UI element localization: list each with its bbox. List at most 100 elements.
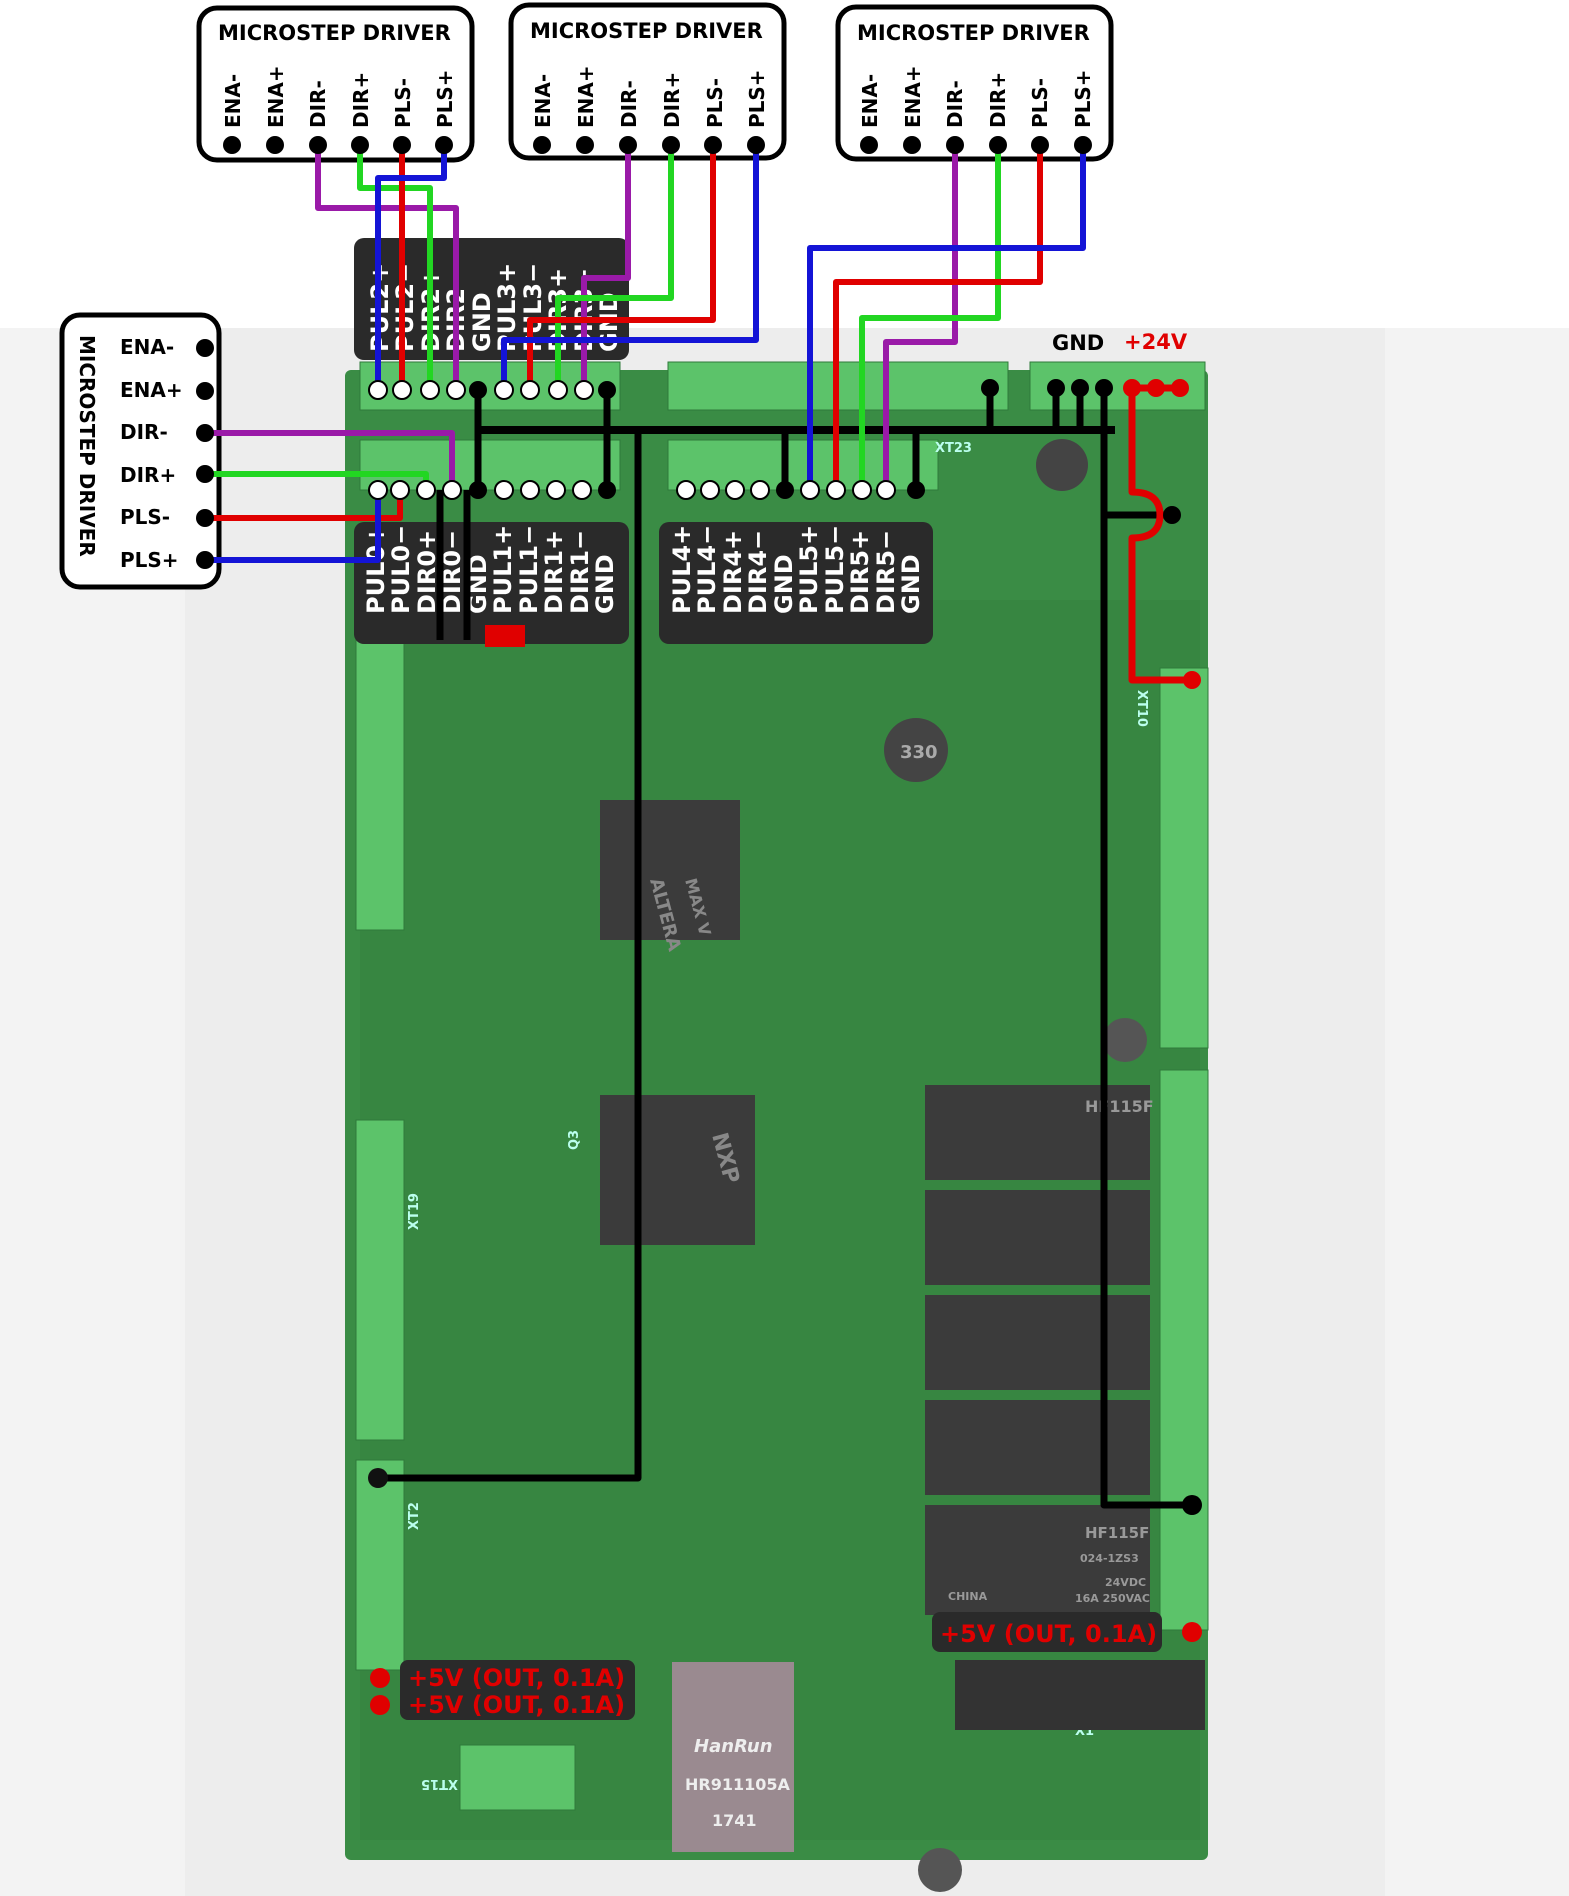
v24-wire [1128,388,1192,684]
terminal-dot-gnd [1047,379,1065,397]
pin-label-dir0-plus: DIR0+ [413,530,441,614]
terminal-dot [368,380,388,400]
driver-pin-dot [309,136,327,154]
driver-box-top-1: MICROSTEP DRIVER ENA- ENA+ DIR- DIR+ PLS… [196,5,475,163]
xt2-marking: XT2 [407,1502,422,1530]
pin-label-dir-minus: DIR- [617,80,641,128]
terminal-dot [420,380,440,400]
terminal-dot-24v [1183,671,1201,689]
pls-plus-wire-d4 [205,490,381,563]
pin-label-pul0-minus: PUL0− [387,525,415,614]
pin-label-pls-plus: PLS+ [1071,69,1095,128]
terminal-dot-gnd [776,481,794,499]
dir-plus-wire-d3 [859,145,1001,490]
pin-label-pls-minus: PLS- [391,78,415,128]
terminal-dot [876,480,896,500]
pin-label-ena-plus: ENA+ [574,65,598,128]
terminal-dot [368,480,388,500]
driver-pin-dot [662,136,680,154]
pin-label-pul4-minus: PUL4− [693,525,721,614]
terminal-dot [392,380,412,400]
out5v-label-left-1: +5V (OUT, 0.1A) [408,1664,625,1692]
driver-pin-dot [196,509,214,527]
terminal-dot [494,380,514,400]
driver-pin-dot [1031,136,1049,154]
driver-pin-dot [860,136,878,154]
relay-part: 024-1ZS3 [1080,1552,1139,1565]
terminal-column-xt19 [355,1119,405,1441]
terminal-dot-gnd [1071,379,1089,397]
terminal-dot [700,480,720,500]
pin-group-right-labels: PUL4+ PUL4− DIR4+ DIR4− GND PUL5+ PUL5− … [668,525,925,614]
relay-bank: HF115F HF115F 024-1ZS3 24VDC 16A 250VAC … [925,1085,1154,1615]
pin-label-pls-minus: PLS- [703,78,727,128]
gnd-wire-relays [1100,430,1192,1509]
driver-box-top-3: MICROSTEP DRIVER ENA- ENA+ DIR- DIR+ PLS… [835,4,1114,162]
xt15-marking: XT15 [421,1776,458,1791]
driver-box-top-2: MICROSTEP DRIVER ENA- ENA+ DIR- DIR+ PLS… [508,2,787,161]
pin-label-pul4-plus: PUL4+ [668,525,696,614]
pin-label-ena-minus: ENA- [221,74,245,128]
terminal-dot [574,380,594,400]
pin-label-dir-plus: DIR+ [120,463,176,487]
pin-label-ena-minus: ENA- [120,335,174,359]
pin-label-ena-plus: ENA+ [264,65,288,128]
pin-label-dir1-plus: DIR1+ [540,530,568,614]
terminal-dot-gnd [368,1468,388,1488]
driver-pin-dot [989,136,1007,154]
terminal-dot-gnd [598,381,616,399]
pls-minus-wire-d2 [527,145,716,390]
driver-pin-dot [196,465,214,483]
driver-box-top-2-frame [508,2,787,161]
terminal-dot-gnd [981,379,999,397]
terminal-dot-gnd [907,481,925,499]
relay-2 [925,1190,1150,1285]
pin-label-pls-plus: PLS+ [120,548,179,572]
terminal-dot [546,480,566,500]
terminal-dot-gnd [598,481,616,499]
driver-pin-dot [196,551,214,569]
driver-title-top-2: MICROSTEP DRIVER [530,19,763,43]
dir-plus-wire-d2 [555,145,674,390]
driver-pin-dot [266,136,284,154]
dir-minus-wire-d1 [315,145,459,390]
relay-model: HF115F [1085,1097,1154,1116]
driver-box-left: MICROSTEP DRIVER ENA- ENA+ DIR- DIR+ PLS… [59,312,222,590]
terminal-dot [520,480,540,500]
capacitor-2 [1103,1018,1147,1062]
terminal-dot [416,480,436,500]
terminal-column-left-top [355,639,405,931]
pin-label-dir-plus: DIR+ [349,72,373,128]
xt10-marking: XT10 [1134,690,1149,727]
pin-label-gnd: GND [770,554,798,614]
driver-box-top-1-frame [196,5,475,163]
relay-rating-v: 24VDC [1105,1576,1146,1589]
out5v-label-right: +5V (OUT, 0.1A) [940,1620,1157,1648]
terminal-dot [390,480,410,500]
driver-pin-dot [351,136,369,154]
terminal-dot-24v [1123,379,1141,397]
pin-label-pul5-plus: PUL5+ [795,525,823,614]
driver-title-top-1: MICROSTEP DRIVER [218,21,451,45]
terminal-dot [676,480,696,500]
relay-1 [925,1085,1150,1180]
pin-label-dir4-minus: DIR4− [744,530,772,614]
terminal-dot-24v [1147,379,1165,397]
pin-label-ena-plus: ENA+ [901,65,925,128]
relay-5 [925,1505,1150,1615]
relay-model-5: HF115F [1085,1524,1149,1542]
terminal-dot [750,480,770,500]
driver-pin-dot [196,382,214,400]
driver-pin-dot [393,136,411,154]
q3-marking: Q3 [567,1130,582,1150]
ethernet-jack [672,1662,794,1852]
driver-pin-dot [619,136,637,154]
driver-pin-dot [903,136,921,154]
pls-plus-wire-d1 [375,145,447,390]
fpga-chip [600,800,740,940]
terminal-dot [442,480,462,500]
pin-label-ena-minus: ENA- [531,74,555,128]
pin-label-gnd: GND [468,292,496,352]
gnd-wire-xt2 [378,430,642,1482]
terminal-dot-gnd [1095,379,1113,397]
